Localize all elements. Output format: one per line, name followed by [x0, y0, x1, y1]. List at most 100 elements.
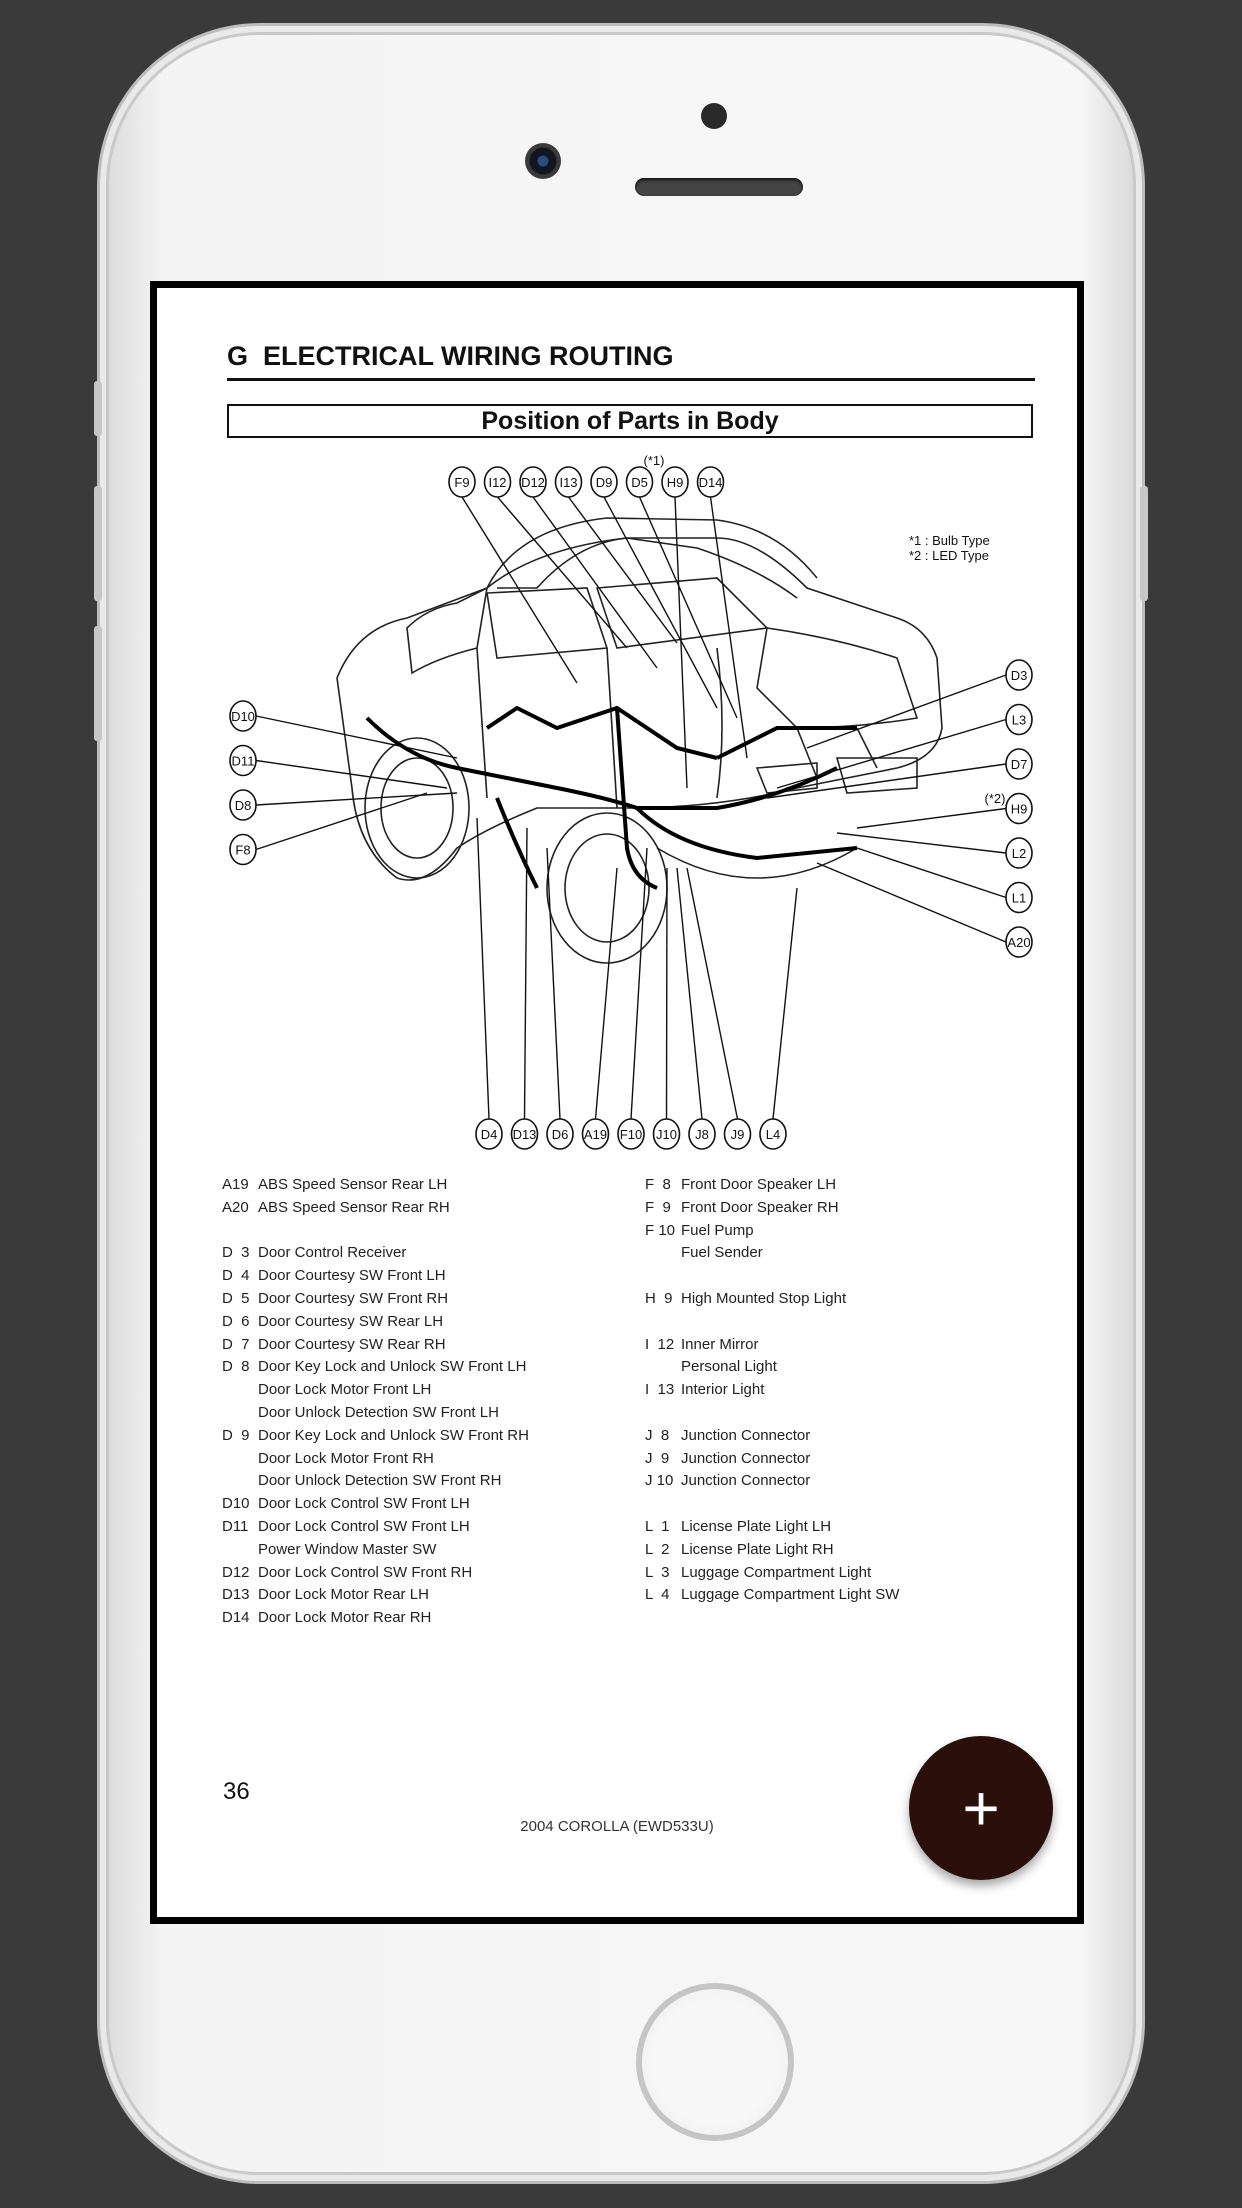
connector-label: J9: [731, 1127, 745, 1142]
legend-code: F 10: [645, 1221, 676, 1239]
callout-line: [806, 674, 1007, 749]
connector-label: H9: [667, 475, 684, 490]
connector-label: D3: [1011, 668, 1028, 683]
callout-line: [674, 496, 688, 789]
connector-badge-right-6: A20: [1005, 926, 1033, 958]
legend-label: Front Door Speaker LH: [681, 1176, 837, 1193]
legend-item: D 5 Door Courtesy SW Front RH: [222, 1288, 529, 1311]
page-subtitle: Position of Parts in Body: [227, 404, 1033, 438]
connector-label: D12: [521, 475, 545, 490]
legend-label: Door Courtesy SW Front RH: [258, 1289, 449, 1307]
legend-label: Luggage Compartment Light SW: [681, 1586, 900, 1604]
legend-code: D13: [222, 1586, 250, 1604]
connector-label: L1: [1012, 891, 1026, 906]
connector-label: I12: [488, 475, 506, 490]
legend-code: D 9: [222, 1426, 250, 1444]
connector-label: D8: [235, 798, 252, 813]
legend-label: Junction Connector: [681, 1472, 811, 1490]
connector-label: A19: [584, 1127, 607, 1142]
add-button[interactable]: +: [909, 1736, 1053, 1880]
legend-code: L 3: [645, 1563, 670, 1581]
legend-item: [645, 1402, 899, 1425]
connector-label: D9: [596, 475, 613, 490]
legend-code: [222, 1448, 258, 1471]
connector-label: A20: [1007, 935, 1030, 950]
legend-item: Door Unlock Detection SW Front LH: [222, 1402, 529, 1425]
legend-code: L 4: [645, 1586, 670, 1604]
note-marker-2: (*2): [985, 791, 1006, 806]
legend-code: D 3: [222, 1244, 250, 1262]
connector-badge-top-4: D9: [590, 466, 618, 498]
connector-label: D11: [232, 754, 255, 769]
connector-badge-bottom-8: L4: [759, 1118, 787, 1150]
home-button[interactable]: [636, 1983, 794, 2141]
legend-label: Personal Light: [681, 1358, 777, 1376]
connector-label: D4: [481, 1127, 498, 1142]
connector-label: J10: [656, 1127, 677, 1142]
connector-label: J8: [695, 1127, 709, 1142]
legend-item: D 8 Door Key Lock and Unlock SW Front LH: [222, 1356, 529, 1379]
legend-code: D 5: [222, 1289, 250, 1307]
front-camera-icon: [525, 143, 561, 179]
connector-label: L3: [1012, 713, 1026, 728]
connector-badge-top-3: I13: [554, 466, 583, 498]
volume-down-button: [94, 626, 102, 741]
legend-code: A20: [222, 1198, 249, 1216]
legend-item: L 4 Luggage Compartment Light SW: [645, 1584, 899, 1607]
power-button: [1140, 486, 1148, 601]
callout-line: [255, 792, 428, 851]
connector-badge-left-1: D11: [229, 744, 257, 777]
legend-code: [645, 1356, 681, 1379]
legend-label: Door Lock Control SW Front RH: [258, 1563, 473, 1581]
callout-line: [856, 807, 1007, 829]
legend-code: D 7: [222, 1335, 250, 1353]
callout-line: [567, 496, 678, 644]
legend-code: D 8: [222, 1358, 250, 1376]
callout-line: [603, 496, 718, 709]
legend-code: [645, 1402, 681, 1425]
note-bulb-type: *1 : Bulb Type: [909, 533, 990, 548]
callout-line: [816, 862, 1007, 943]
legend-item: [645, 1265, 899, 1288]
legend-label: Door Key Lock and Unlock SW Front LH: [258, 1358, 527, 1376]
car-illustration: [336, 517, 943, 964]
callout-line: [532, 496, 658, 669]
legend-label: Junction Connector: [681, 1426, 811, 1444]
legend-label: Door Unlock Detection SW Front LH: [258, 1403, 499, 1421]
legend-code: A19: [222, 1176, 249, 1193]
legend-code: D10: [222, 1495, 250, 1513]
legend-code: [222, 1379, 258, 1402]
legend-label: Door Control Receiver: [258, 1244, 407, 1262]
legend-label: Fuel Pump: [681, 1221, 754, 1239]
legend-item: J 8 Junction Connector: [645, 1425, 899, 1448]
connector-label: F8: [235, 843, 250, 858]
legend-label: Door Courtesy SW Rear RH: [258, 1335, 446, 1353]
legend-label: Door Lock Control SW Front LH: [258, 1517, 470, 1535]
legend-item: [645, 1311, 899, 1334]
callout-line: [546, 847, 561, 1120]
connector-badge-bottom-7: J9: [723, 1118, 752, 1150]
callout-line: [630, 847, 648, 1120]
callout-line: [776, 718, 1007, 789]
legend-code: L 1: [645, 1517, 670, 1535]
legend-code: [222, 1402, 258, 1425]
legend-label: Door Lock Motor Rear LH: [258, 1586, 429, 1604]
plus-icon: +: [962, 1772, 1000, 1844]
page-footer: 2004 COROLLA (EWD533U): [520, 1818, 714, 1835]
legend-label: Door Lock Control SW Front LH: [258, 1495, 470, 1513]
legend-label: Door Courtesy SW Rear LH: [258, 1312, 444, 1330]
earpiece-speaker: [635, 178, 803, 196]
legend-code: J 8: [645, 1426, 670, 1444]
callout-lines: [255, 496, 1007, 1120]
connector-badge-top-6: H9: [661, 466, 689, 498]
connector-badge-bottom-6: J8: [688, 1118, 716, 1150]
